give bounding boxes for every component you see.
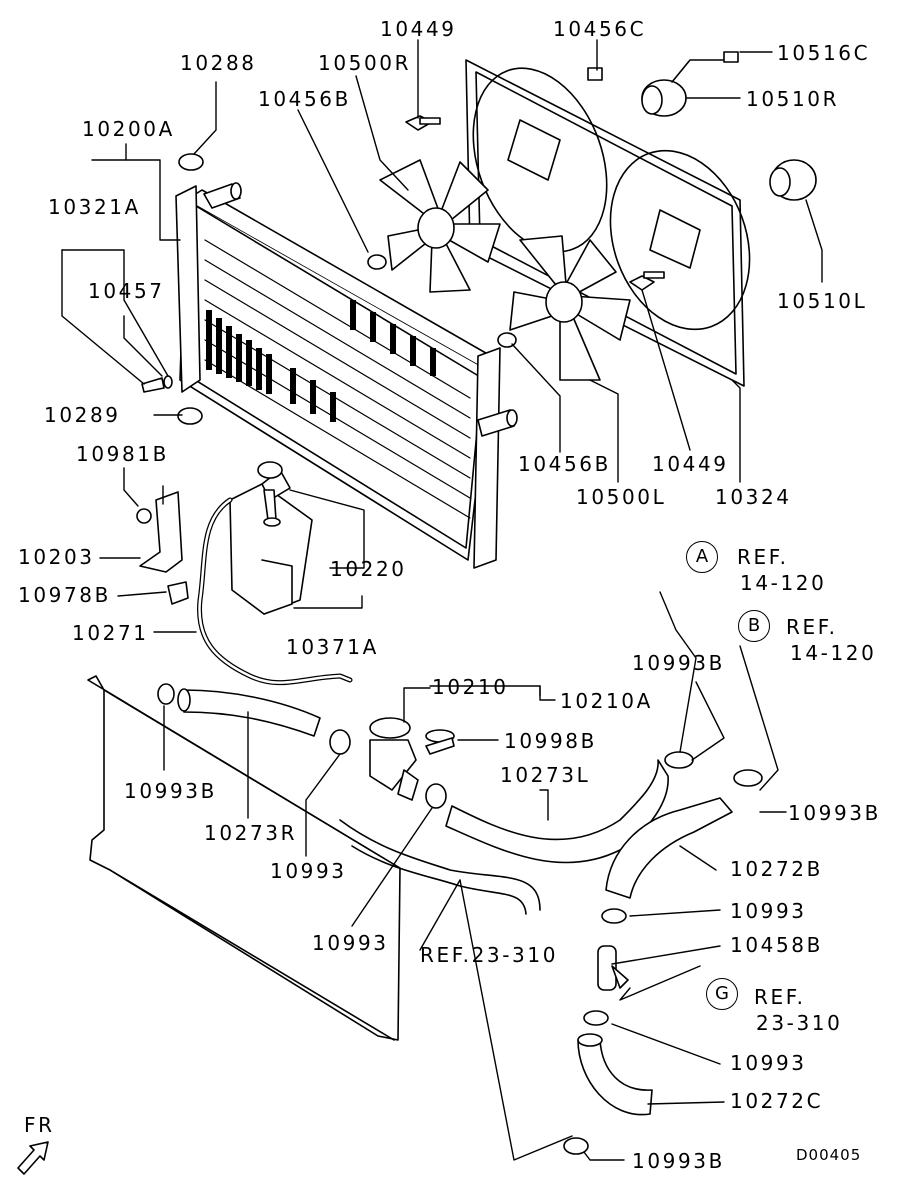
label-10978B: 10978B [18,583,111,607]
thermostat-housing [369,717,455,801]
callout-B: B [738,610,770,642]
label-10993-d: 10993 [730,1051,807,1075]
label-10510R: 10510R [746,87,840,111]
label-10271: 10271 [72,621,149,645]
hose-272C [577,1033,653,1116]
label-10458B: 10458B [730,933,823,957]
label-10516C: 10516C [777,41,871,65]
label-10456B-top: 10456B [258,87,351,111]
hose-clamps [157,683,763,1155]
radiator-lower [87,675,401,1041]
front-direction-label: FR [24,1113,55,1137]
label-10273R: 10273R [204,821,298,845]
callout-G: G [706,978,738,1010]
label-10456C: 10456C [553,17,647,41]
hose-lower-left [445,759,669,864]
diagram-code: D00405 [796,1146,862,1164]
hose-upper-right [177,688,321,737]
label-10981B: 10981B [76,442,169,466]
ref-B-label: REF. [786,615,838,639]
radiator-upper [175,182,518,569]
label-10457: 10457 [88,279,165,303]
callout-A: A [686,541,718,573]
label-10272C: 10272C [730,1089,824,1113]
ref-A-code: 14-120 [740,571,827,595]
label-10500R: 10500R [318,51,412,75]
label-10993-a: 10993 [270,859,347,883]
ref-A-label: REF. [737,545,789,569]
label-10993B-mid: 10993B [632,651,725,675]
front-arrow [17,1141,49,1175]
ref-G-label: REF. [754,985,806,1009]
leader-lines [61,39,823,1161]
pipe-458B [597,945,629,991]
label-10220: 10220 [330,557,407,581]
label-10993B-left: 10993B [124,779,217,803]
label-10456B-bottom: 10456B [518,452,611,476]
label-10203: 10203 [18,545,95,569]
ref-mid-label: REF.23-310 [420,943,559,967]
label-10993-b: 10993 [730,899,807,923]
label-10210A: 10210A [560,689,653,713]
label-10993B-bottom: 10993B [632,1149,725,1173]
label-10510L: 10510L [777,289,868,313]
label-10210: 10210 [432,675,509,699]
label-10500L: 10500L [576,485,667,509]
water-pipe [339,819,541,915]
hose-272B [605,797,733,899]
label-10321A: 10321A [48,195,141,219]
fasteners [141,67,665,425]
label-10289: 10289 [44,403,121,427]
label-10324: 10324 [715,485,792,509]
label-10993-c: 10993 [312,931,389,955]
label-10993B-right: 10993B [788,801,881,825]
ref-G-code: 23-310 [756,1011,843,1035]
label-10449-top: 10449 [380,17,457,41]
ref-B-code: 14-120 [790,641,877,665]
label-10200A: 10200A [82,117,175,141]
reservoir-bracket [136,491,189,605]
label-10272B: 10272B [730,857,823,881]
fan-right [379,159,501,293]
reservoir-tank [229,461,313,615]
label-10998B: 10998B [504,729,597,753]
fan-motor-left [769,159,817,201]
fan-motor-right [641,51,739,117]
fan-left [509,235,631,381]
label-10449-bottom: 10449 [652,452,729,476]
label-10288: 10288 [180,51,257,75]
label-10371A: 10371A [286,635,379,659]
label-10273L: 10273L [500,763,591,787]
